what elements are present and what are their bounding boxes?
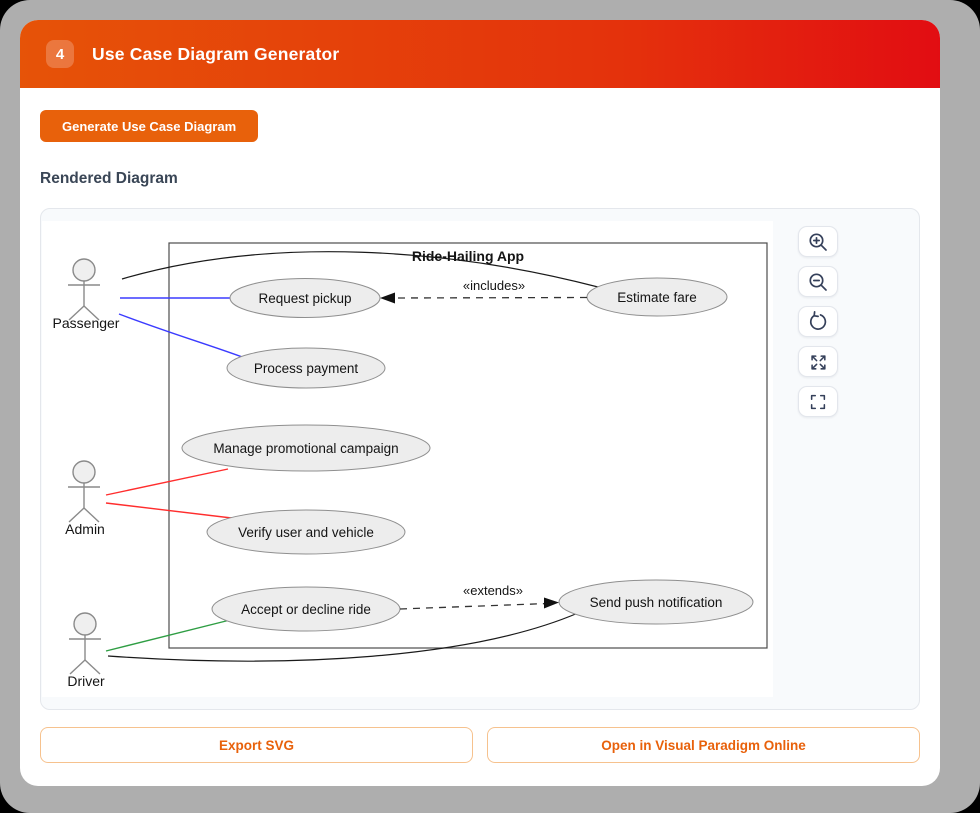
generate-diagram-button[interactable]: Generate Use Case Diagram (40, 110, 259, 142)
actor-passenger-label: Passenger (53, 315, 120, 331)
usecase-estimate-fare: Estimate fare (586, 277, 728, 317)
system-title: Ride-Hailing App (412, 248, 524, 264)
actor-driver: Driver (67, 612, 105, 689)
rendered-diagram-label: Rendered Diagram (40, 170, 178, 187)
assoc-driver-send-push (107, 612, 579, 662)
open-visual-paradigm-button[interactable]: Open in Visual Paradigm Online (487, 727, 920, 763)
usecase-request-pickup: Request pickup (229, 278, 381, 318)
diagram-panel: Ride-Hailing App Request pickup Estimate… (40, 208, 920, 710)
svg-text:Accept or decline ride: Accept or decline ride (241, 602, 371, 617)
usecase-process-payment: Process payment (226, 347, 386, 389)
page-title: Use Case Diagram Generator (92, 43, 340, 64)
diagram-canvas[interactable]: Ride-Hailing App Request pickup Estimate… (42, 221, 773, 697)
assoc-passenger-process-payment (118, 313, 246, 359)
assoc-driver-accept (105, 619, 231, 652)
assoc-admin-verify (105, 502, 241, 520)
zoom-in-button[interactable] (798, 226, 838, 257)
actor-passenger: Passenger (53, 258, 120, 331)
export-svg-button[interactable]: Export SVG (40, 727, 473, 763)
usecase-send-push: Send push notification (558, 579, 754, 625)
reset-view-icon (809, 310, 827, 330)
svg-text:Verify user and vehicle: Verify user and vehicle (238, 525, 374, 540)
svg-text:Estimate fare: Estimate fare (617, 290, 697, 305)
expand-arrows-icon (811, 354, 826, 370)
zoom-out-icon (809, 272, 827, 291)
usecase-manage-campaign: Manage promotional campaign (181, 424, 431, 472)
step-number-badge: 4 (46, 40, 74, 68)
generator-card: 4 Use Case Diagram Generator Generate Us… (20, 20, 940, 786)
zoom-in-icon (809, 232, 827, 251)
fullscreen-button[interactable] (798, 386, 838, 417)
fullscreen-icon (810, 394, 826, 409)
svg-text:Send push notification: Send push notification (590, 595, 723, 610)
diagram-controls (798, 226, 838, 417)
svg-text:Process payment: Process payment (254, 361, 359, 376)
extend-relationship: «extends» (399, 583, 559, 610)
assoc-admin-manage-campaign (105, 468, 229, 496)
usecase-accept-decline: Accept or decline ride (211, 586, 401, 632)
use-case-diagram-svg: Ride-Hailing App Request pickup Estimate… (53, 242, 768, 689)
reset-view-button[interactable] (798, 306, 838, 337)
actor-admin: Admin (65, 460, 105, 537)
actor-driver-label: Driver (67, 673, 105, 689)
actor-admin-label: Admin (65, 521, 105, 537)
includes-label: «includes» (463, 278, 525, 293)
svg-text:Request pickup: Request pickup (258, 291, 351, 306)
extends-label: «extends» (463, 583, 523, 598)
include-relationship: «includes» (380, 278, 588, 304)
usecase-verify-user-vehicle: Verify user and vehicle (206, 509, 406, 555)
expand-button[interactable] (798, 346, 838, 377)
svg-text:Manage promotional campaign: Manage promotional campaign (213, 441, 398, 456)
assoc-passenger-estimate-fare (121, 251, 599, 288)
card-header: 4 Use Case Diagram Generator (20, 20, 940, 88)
footer-actions: Export SVG Open in Visual Paradigm Onlin… (40, 727, 920, 763)
zoom-out-button[interactable] (798, 266, 838, 297)
